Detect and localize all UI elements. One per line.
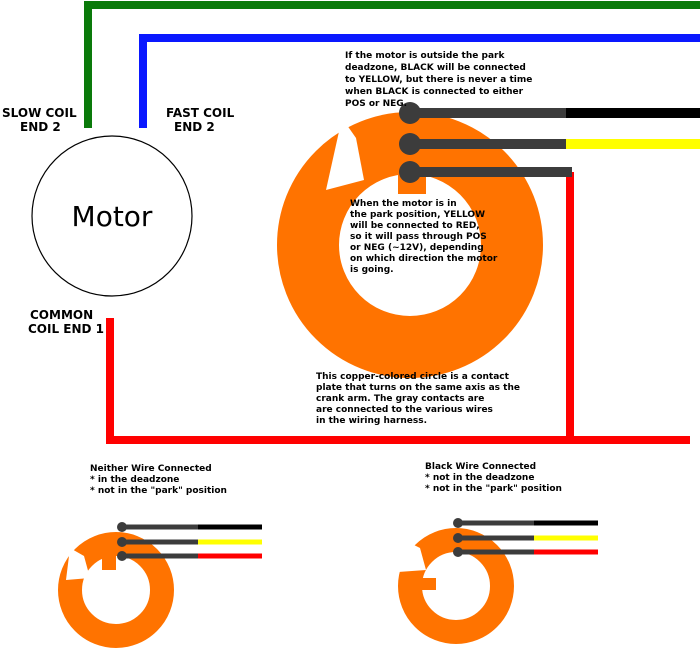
common-coil-label-end: COIL END 1 (28, 322, 104, 336)
motor-circle (31, 135, 193, 297)
example-right-caption: Black Wire Connected * not in the deadzo… (425, 462, 562, 494)
fast-coil-wire (139, 34, 700, 128)
fast-coil-label: FAST COIL (166, 106, 235, 120)
note-outside-park: If the motor is outside the park deadzon… (345, 51, 535, 109)
example-left-diagram (58, 522, 262, 648)
note-park-position: When the motor is in the park position, … (350, 199, 501, 275)
common-coil-wire (106, 318, 690, 444)
gray-contacts (399, 102, 572, 183)
slow-coil-wire (84, 1, 700, 128)
note-copper-circle: This copper-colored circle is a contact … (316, 372, 523, 426)
example-right-diagram (398, 518, 598, 644)
example-left-caption: Neither Wire Connected * in the deadzone… (90, 464, 227, 496)
fast-coil-label-end: END 2 (174, 120, 215, 134)
common-coil-label: COMMON (30, 308, 93, 322)
motor-label: Motor (72, 200, 153, 233)
slow-coil-label: SLOW COIL (2, 106, 77, 120)
slow-coil-label-end: END 2 (20, 120, 61, 134)
